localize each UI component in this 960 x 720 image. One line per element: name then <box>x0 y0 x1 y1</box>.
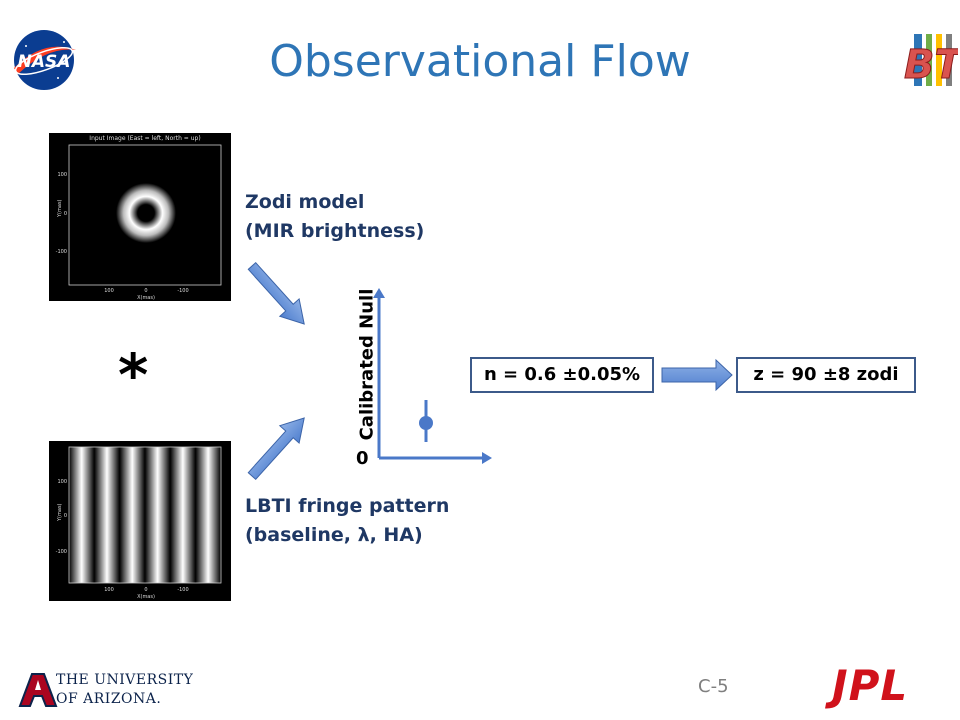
ua-name-line1: THE UNIVERSITY <box>56 672 194 688</box>
lbti-logo: BTI <box>896 32 960 89</box>
svg-text:0: 0 <box>144 288 147 294</box>
zodi-plot-title: Input Image (East = left, North = up) <box>89 135 200 142</box>
svg-text:100: 100 <box>57 172 67 178</box>
svg-text:100: 100 <box>57 479 67 485</box>
null-plot-ylabel: Calibrated Null <box>356 288 378 441</box>
svg-text:Y(mas): Y(mas) <box>57 199 63 218</box>
convolution-operator: * <box>118 341 149 409</box>
arrow-fringe-to-plot <box>247 417 305 481</box>
zodi-model-caption: Zodi model (MIR brightness) <box>245 188 424 246</box>
zodi-caption-line2: (MIR brightness) <box>245 220 425 242</box>
svg-text:X(mas): X(mas) <box>137 594 155 600</box>
fringe-caption-line1: LBTI fringe pattern <box>245 495 450 517</box>
nasa-logo: NASA <box>8 28 80 92</box>
svg-text:BTI: BTI <box>904 42 958 88</box>
zodi-model-image: Input Image (East = left, North = up) Y(… <box>49 133 231 301</box>
zodi-result-box: z = 90 ±8 zodi <box>736 357 916 393</box>
svg-text:100: 100 <box>104 587 114 593</box>
svg-text:0: 0 <box>64 211 67 217</box>
null-plot-axes <box>373 288 492 464</box>
fringe-pattern-caption: LBTI fringe pattern (baseline, λ, HA) <box>245 492 449 550</box>
svg-text:-100: -100 <box>177 288 188 294</box>
jpl-logo: JPL <box>832 661 909 710</box>
fringe-caption-line2: (baseline, λ, HA) <box>245 524 423 546</box>
ua-name-line2: OF ARIZONA. <box>56 691 162 707</box>
university-of-arizona-logo: THE UNIVERSITY OF ARIZONA. <box>16 668 196 712</box>
arrow-zodi-to-plot <box>247 261 305 325</box>
zodi-ring <box>116 183 176 243</box>
null-data-point <box>419 400 433 442</box>
svg-text:X(mas): X(mas) <box>137 295 155 301</box>
svg-text:100: 100 <box>104 288 114 294</box>
svg-text:-100: -100 <box>56 249 67 255</box>
svg-text:Y(mas): Y(mas) <box>57 503 63 522</box>
page-number: C-5 <box>698 676 729 697</box>
svg-text:-100: -100 <box>177 587 188 593</box>
svg-text:0: 0 <box>144 587 147 593</box>
fringe-bands <box>69 447 221 583</box>
svg-text:0: 0 <box>64 513 67 519</box>
null-result-box: n = 0.6 ±0.05% <box>470 357 654 393</box>
page-title: Observational Flow <box>269 36 691 87</box>
svg-text:-100: -100 <box>56 549 67 555</box>
zodi-caption-line1: Zodi model <box>245 191 365 213</box>
svg-text:NASA: NASA <box>18 52 71 72</box>
fringe-pattern-image: Y(mas) 100 0 -100 100 0 -100 X(mas) <box>49 441 231 601</box>
arrow-null-to-zodi <box>661 358 733 392</box>
null-plot-zero-label: 0 <box>356 448 369 469</box>
